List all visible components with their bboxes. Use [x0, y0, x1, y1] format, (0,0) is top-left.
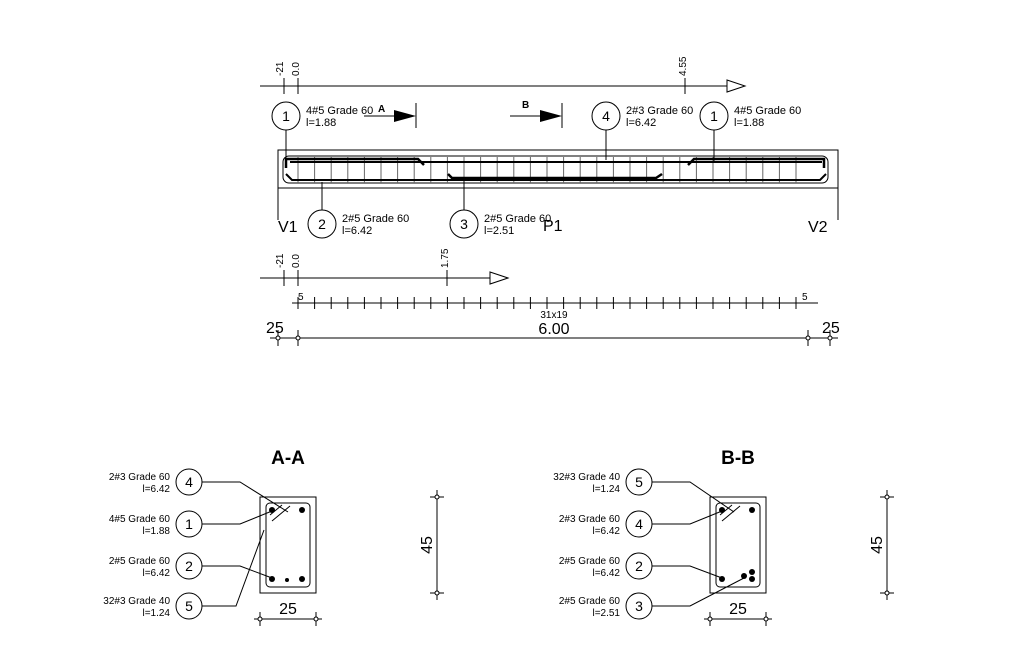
bar-spec: 2#5 Grade 60	[109, 556, 171, 567]
bar-spec: 2#3 Grade 60	[626, 105, 693, 117]
bar-mark: 1	[282, 108, 290, 124]
bar-spec: 32#3 Grade 40	[103, 596, 170, 607]
stirrup-spacing-ruler: 5 5 31x19	[292, 292, 818, 321]
axis-tick-label: 1.75	[440, 248, 451, 268]
section-a-a: A-A 4 2#3 Grade 60 l=6.42 1 4#5 Grade 60…	[103, 448, 444, 626]
dim-span: 6.00	[538, 321, 569, 338]
stirrup-end-spacing-right: 5	[802, 292, 808, 303]
bar-spec: 2#3 Grade 60	[109, 472, 171, 483]
dim-right: 25	[822, 320, 840, 337]
axis-tick-label: 4.55	[678, 56, 689, 76]
bar-mark: 1	[185, 516, 193, 532]
section-title: B-B	[721, 448, 755, 469]
bar-length: l=6.42	[592, 568, 620, 579]
section-cut-a: A	[364, 103, 417, 128]
bar-length: l=6.42	[142, 568, 170, 579]
bar-mark: 4	[185, 474, 193, 490]
stirrup-end-spacing-left: 5	[298, 292, 304, 303]
bar-spec: 2#5 Grade 60	[559, 556, 621, 567]
bar-mark: 5	[635, 474, 643, 490]
beam-body	[277, 149, 839, 189]
bar-length: l=6.42	[342, 225, 372, 237]
axis-tick-label: -21	[275, 253, 286, 268]
section-callout: 1 4#5 Grade 60 l=1.88	[109, 510, 273, 538]
bar-length: l=1.88	[306, 117, 336, 129]
top-position-axis: -21 0.0 4.55	[260, 56, 747, 94]
bar-spec: 4#5 Grade 60	[306, 105, 373, 117]
axis-tick-label: 0.0	[291, 62, 302, 76]
callout-bar-3: 3 2#5 Grade 60 l=2.51	[449, 180, 551, 239]
section-width-label: 25	[729, 601, 747, 618]
section-callout: 2 2#5 Grade 60 l=6.42	[109, 552, 273, 580]
bar-mark: 1	[710, 108, 718, 124]
callout-bar-1-left: 1 4#5 Grade 60 l=1.88	[271, 101, 373, 158]
bar-spec: 2#5 Grade 60	[342, 213, 409, 225]
section-b-letter: B	[522, 100, 529, 111]
stirrup-count-label: 31x19	[540, 310, 568, 321]
bar-mark: 2	[318, 216, 326, 232]
beam-label: P1	[543, 218, 563, 235]
section-cut-b: B	[510, 100, 563, 128]
bar-length: l=2.51	[484, 225, 514, 237]
axis-tick-label: 0.0	[291, 254, 302, 268]
bar-length: l=2.51	[592, 608, 620, 619]
support-label-left: V1	[278, 219, 298, 236]
section-callout: 2 2#5 Grade 60 l=6.42	[559, 552, 723, 580]
section-callout: 5 32#3 Grade 40 l=1.24	[103, 529, 265, 620]
bar-mark: 4	[635, 516, 643, 532]
bar-length: l=1.88	[734, 117, 764, 129]
bar-spec: 2#5 Grade 60	[484, 213, 551, 225]
section-title: A-A	[271, 448, 305, 469]
section-callout: 4 2#3 Grade 60 l=6.42	[559, 510, 723, 538]
bar-mark: 2	[635, 558, 643, 574]
bar-length: l=6.42	[142, 484, 170, 495]
bar-mark: 2	[185, 558, 193, 574]
overall-dimension: 25 6.00 25	[266, 320, 840, 346]
bar-spec: 4#5 Grade 60	[734, 105, 801, 117]
section-a-letter: A	[378, 104, 385, 115]
bar-spec: 32#3 Grade 40	[553, 472, 620, 483]
section-height-label: 45	[419, 536, 436, 554]
callout-bar-1-right: 1 4#5 Grade 60 l=1.88	[699, 101, 801, 162]
section-height-label: 45	[869, 536, 886, 554]
bar-spec: 2#5 Grade 60	[559, 596, 621, 607]
bar-mark: 3	[460, 216, 468, 232]
section-b-b: B-B 5 32#3 Grade 40 l=1.24 4 2#3 Grade 6…	[553, 448, 894, 626]
bottom-position-axis: -21 0.0 1.75	[260, 248, 510, 286]
bar-length: l=1.88	[142, 526, 170, 537]
section-callout: 4 2#3 Grade 60 l=6.42	[109, 468, 289, 513]
callout-bar-4: 4 2#3 Grade 60 l=6.42	[591, 101, 693, 160]
bar-spec: 2#3 Grade 60	[559, 514, 621, 525]
bar-mark: 4	[602, 108, 610, 124]
beam-elevation: -21 0.0 4.55 A B 1 4#5 Grade 60 l=1.88	[260, 56, 840, 346]
bar-length: l=6.42	[626, 117, 656, 129]
section-width-label: 25	[279, 601, 297, 618]
section-callout: 5 32#3 Grade 40 l=1.24	[553, 468, 735, 513]
bar-length: l=1.24	[142, 608, 170, 619]
bar-spec: 4#5 Grade 60	[109, 514, 171, 525]
axis-tick-label: -21	[275, 61, 286, 76]
bar-length: l=6.42	[592, 526, 620, 537]
bar-mark: 5	[185, 598, 193, 614]
bar-length: l=1.24	[592, 484, 620, 495]
support-label-right: V2	[808, 219, 828, 236]
callout-bar-2: 2 2#5 Grade 60 l=6.42	[307, 182, 409, 239]
dim-left: 25	[266, 320, 284, 337]
bar-mark: 3	[635, 598, 643, 614]
